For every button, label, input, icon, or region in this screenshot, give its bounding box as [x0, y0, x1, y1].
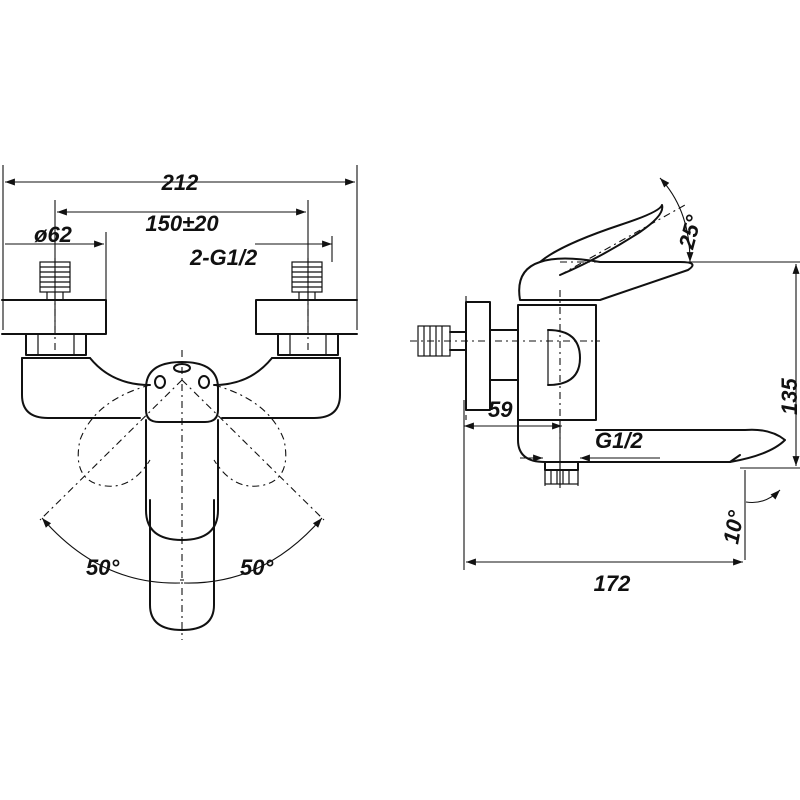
dim-overall-width: 212 — [2, 165, 358, 330]
dim-outlet-thread: G1/2 — [520, 428, 660, 486]
dim-height: 135 — [680, 261, 800, 469]
right-inlet-connector — [255, 258, 358, 360]
side-mixer-body — [517, 290, 597, 440]
dim-inlet-thread: 2-G1/2 — [189, 236, 333, 270]
label-lever-angle: 25° — [673, 212, 706, 252]
dim-spout-angle: 10° — [718, 470, 781, 560]
label-inlet-thread: 2-G1/2 — [189, 245, 258, 270]
side-view: 25° 135 10° 59 G1/2 — [410, 177, 800, 596]
label-height: 135 — [777, 378, 800, 415]
dim-lever-angle: 25° — [659, 177, 706, 263]
handle-swing-positions — [39, 379, 325, 521]
dim-centre-distance: 150±20 — [54, 200, 309, 330]
handle-cartridge — [145, 350, 219, 640]
dim-flange-diameter: ø62 — [5, 222, 107, 300]
dim-overall-depth: 172 — [466, 558, 743, 596]
label-handle-right-angle: 50° — [240, 555, 273, 580]
front-view: 212 150±20 ø62 2-G1/2 — [1, 165, 358, 640]
label-spout-angle: 10° — [718, 509, 748, 546]
mixer-body — [21, 357, 341, 419]
label-flange-diameter: ø62 — [34, 222, 73, 247]
dim-wall-to-outlet: 59 — [463, 397, 562, 570]
label-overall-depth: 172 — [594, 571, 631, 596]
side-lever-handle — [518, 204, 770, 301]
label-wall-to-outlet: 59 — [488, 397, 513, 422]
label-handle-left-angle: 50° — [86, 555, 119, 580]
label-centre-distance: 150±20 — [145, 211, 219, 236]
dim-handle-angles: 50° 50° — [41, 517, 323, 584]
label-outlet-thread: G1/2 — [595, 428, 643, 453]
label-overall-width: 212 — [161, 170, 199, 195]
left-inlet-connector — [1, 258, 107, 360]
